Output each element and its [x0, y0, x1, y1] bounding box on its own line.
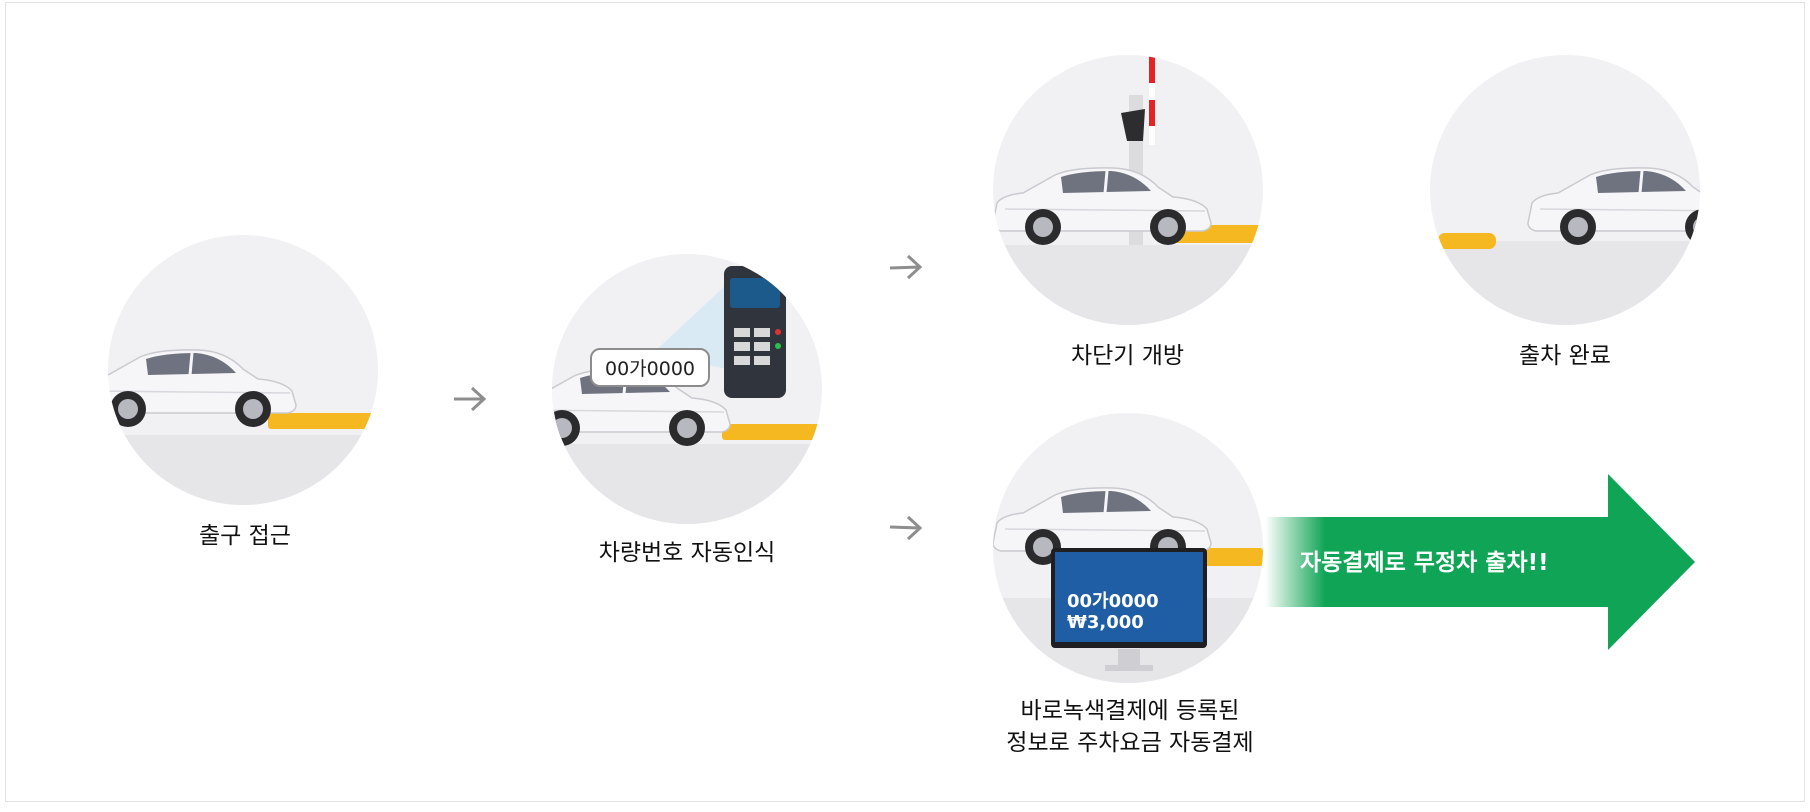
step-auto-payment-image	[993, 413, 1263, 683]
step-auto-payment-label-line2: 정보로 주차요금 자동결제	[1006, 730, 1254, 756]
arrow-down-right-icon	[889, 515, 923, 541]
recognized-plate-badge: 00가0000	[590, 348, 711, 387]
monitor-parking-fee: ₩3,000	[1067, 612, 1144, 633]
monitor-plate-number: 00가0000	[1067, 591, 1159, 612]
step-exit-approach-label: 출구 접근	[199, 523, 291, 549]
nonstop-exit-banner-text: 자동결제로 무정차 출차!!	[1300, 550, 1549, 576]
step-exit-complete-label: 출차 완료	[1519, 343, 1611, 369]
nonstop-exit-arrow-icon	[1265, 474, 1695, 650]
step-auto-payment-label-line1: 바로녹색결제에 등록된	[1020, 698, 1240, 724]
step-exit-complete-image	[1430, 55, 1700, 325]
step-exit-approach-image	[108, 235, 378, 505]
step-plate-recognition-label: 차량번호 자동인식	[598, 540, 776, 566]
step-barrier-open-image	[993, 55, 1263, 325]
arrow-right-icon	[454, 386, 487, 412]
step-plate-recognition-image	[552, 254, 822, 524]
step-barrier-open-label: 차단기 개방	[1070, 343, 1185, 369]
arrow-up-right-icon	[889, 254, 923, 280]
